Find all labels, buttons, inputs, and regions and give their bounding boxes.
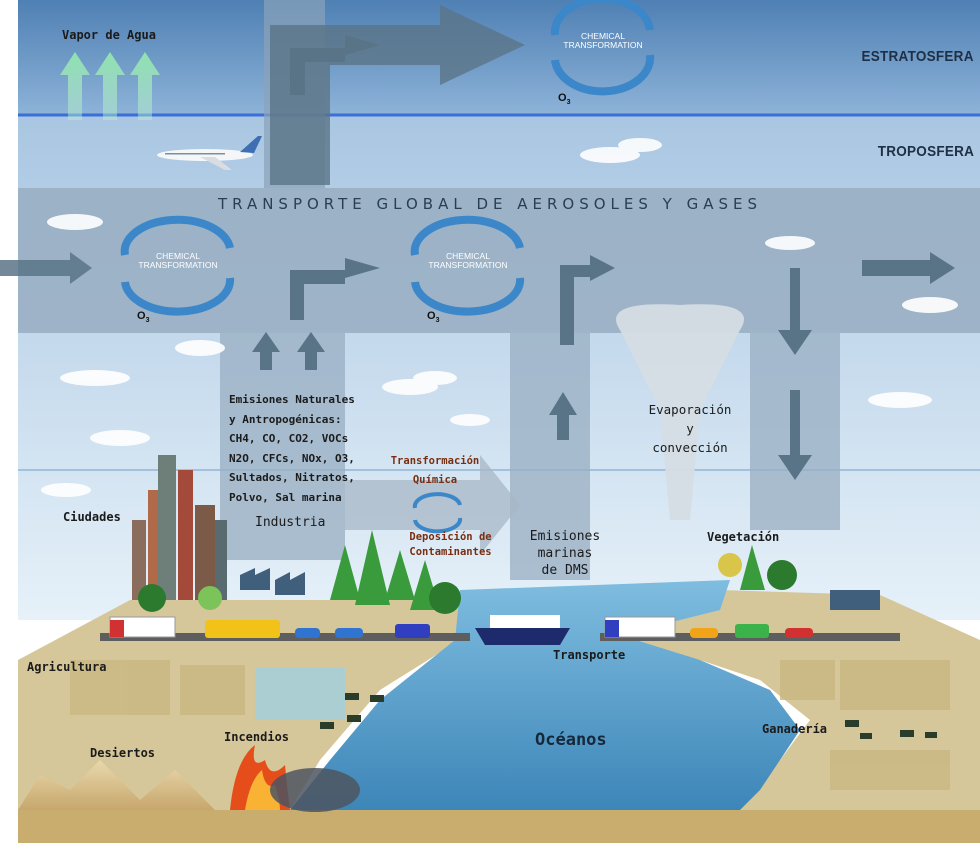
marine-line: de DMS — [541, 563, 589, 578]
agriculture-label: Agricultura — [27, 660, 107, 674]
stratosphere-layer — [18, 0, 980, 115]
ct-line-1: CHEMICAL — [156, 251, 200, 261]
ozone-base: O — [558, 92, 567, 104]
ocean — [290, 580, 800, 810]
livestock — [320, 693, 937, 739]
evaporation-line: convección — [652, 440, 728, 455]
vehicles — [109, 616, 813, 638]
airplane — [157, 136, 262, 170]
emissions-line: Emisiones Naturales — [229, 393, 355, 406]
ct-line-1: CHEMICAL — [581, 31, 625, 41]
industry-factories — [240, 568, 880, 610]
ozone-base: O — [427, 310, 436, 322]
ground-base — [18, 810, 980, 843]
evaporation-column — [616, 304, 744, 520]
emissions-line: CH4, CO, CO2, VOCs — [229, 432, 349, 445]
evaporation-line: Evaporación — [648, 402, 732, 417]
ct-line-1: CHEMICAL — [446, 251, 490, 261]
ozone-sub: 3 — [566, 99, 571, 107]
emissions-label: Emisiones Naturales y Antropogénicas: CH… — [229, 390, 355, 507]
emissions-line: y Antropogénicas: — [229, 412, 342, 426]
ozone-label-left: O3 — [137, 310, 149, 324]
ozone-sub: 3 — [435, 317, 440, 325]
troposphere-label: TROPOSFERA — [877, 143, 974, 160]
emissions-line: Polvo, Sal marina — [229, 490, 342, 504]
marine-updraft — [510, 333, 590, 580]
ct-line-2: TRANSFORMATION — [563, 40, 643, 50]
flow-arrows — [0, 5, 955, 480]
cycle-icon-middle — [410, 215, 525, 316]
ctes-line: Transformación — [390, 455, 480, 467]
ozone-base: O — [137, 310, 146, 322]
vegetation-label: Vegetación — [707, 530, 780, 544]
city-skyline — [132, 455, 227, 600]
deposition-line: Deposición de — [409, 531, 492, 543]
clouds — [41, 138, 958, 497]
cities-label: Ciudades — [63, 510, 121, 524]
ct-line-2: TRANSFORMATION — [428, 260, 508, 270]
cruise-ship — [475, 615, 570, 645]
evaporation-label: Evaporación y convección — [640, 400, 740, 457]
ozone-label-middle: O3 — [427, 310, 439, 324]
cycle-icon-left — [120, 215, 235, 316]
oceans-label: Océanos — [535, 730, 607, 750]
stratosphere-label: ESTRATOSFERA — [861, 48, 974, 65]
smoke-cloud — [270, 768, 360, 812]
emissions-line: N2O, CFCs, NOx, O3, — [229, 451, 355, 465]
water-vapor-label: Vapor de Agua — [62, 28, 156, 42]
fires-label: Incendios — [224, 730, 290, 744]
cycle-icon-small — [412, 492, 463, 534]
ozone-label-stratosphere: O3 — [558, 92, 570, 106]
chemical-transformation-es-label: Transformación Química — [385, 452, 485, 490]
forest-trees — [138, 530, 797, 614]
industry-label: Industria — [255, 515, 326, 530]
vapor-arrows — [60, 52, 160, 120]
industry-updraft — [220, 333, 345, 560]
chemical-transformation-label-left: CHEMICAL TRANSFORMATION — [138, 252, 218, 270]
farm-fields — [70, 660, 950, 790]
cycle-icon-stratosphere — [550, 0, 655, 96]
emissions-line: Sultados, Nitratos, — [229, 471, 355, 484]
deserts-label: Desiertos — [90, 746, 156, 760]
deposition-line: Contaminantes — [409, 546, 492, 558]
ctes-line: Química — [412, 474, 458, 486]
evaporation-line: y — [686, 421, 694, 436]
chemical-transformation-label-middle: CHEMICAL TRANSFORMATION — [428, 252, 508, 270]
marine-emissions-label: Emisiones marinas de DMS — [520, 528, 610, 579]
ozone-sub: 3 — [145, 317, 150, 325]
deposition-label: Deposición de Contaminantes — [398, 530, 503, 560]
global-transport-banner: TRANSPORTE GLOBAL DE AEROSOLES Y GASES — [217, 195, 763, 213]
ct-line-2: TRANSFORMATION — [138, 260, 218, 270]
marine-line: marinas — [537, 546, 593, 561]
desert-dunes — [18, 760, 215, 810]
livestock-label: Ganadería — [762, 722, 828, 736]
deposition-flow — [345, 455, 520, 555]
transport-label: Transporte — [553, 648, 626, 662]
chemical-transformation-label-stratosphere: CHEMICAL TRANSFORMATION — [563, 32, 643, 50]
road-left — [100, 633, 470, 641]
marine-line: Emisiones — [529, 529, 601, 544]
